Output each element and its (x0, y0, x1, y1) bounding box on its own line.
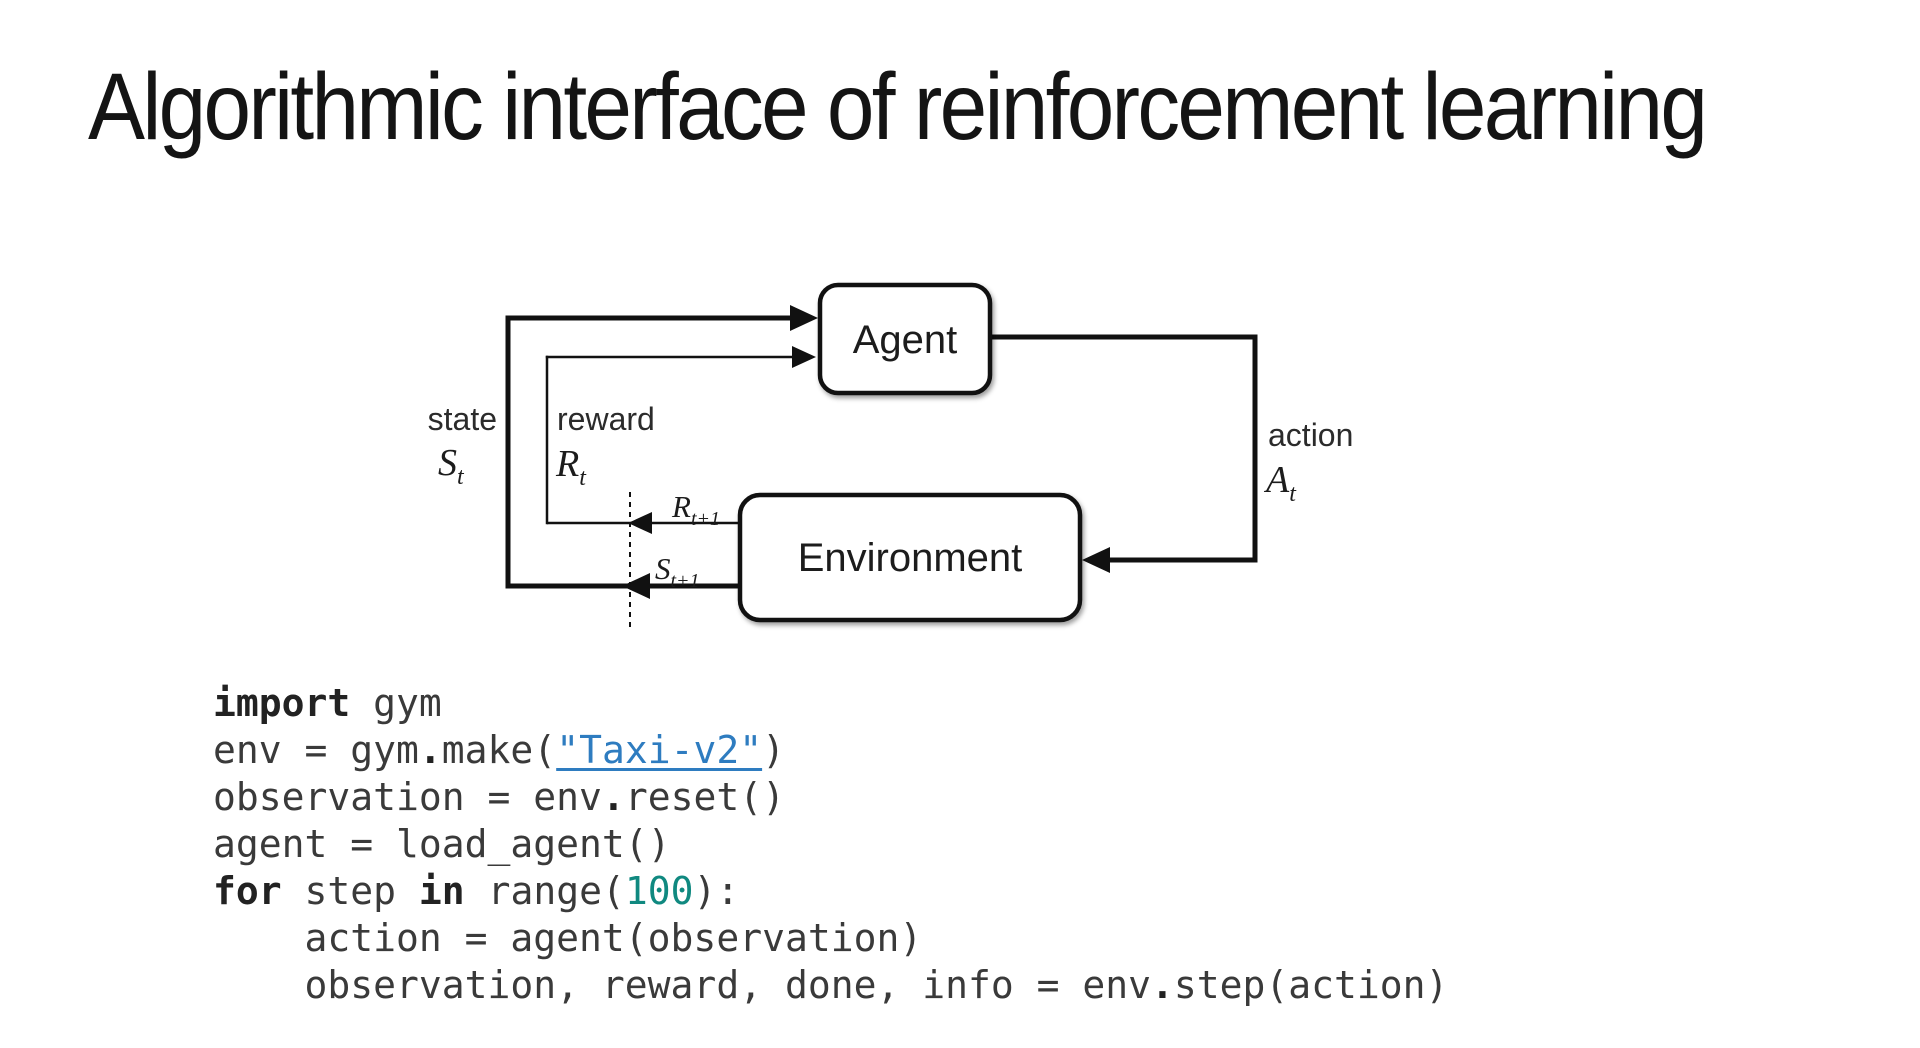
code-token: step(action) (1173, 963, 1449, 1007)
environment-box (737, 492, 1083, 623)
code-line: agent = load_agent() (213, 821, 1448, 868)
code-token: observation = env (213, 775, 602, 819)
code-token: ) (762, 728, 785, 772)
agent-label: Agent (853, 318, 958, 362)
code-line: env = gym.make("Taxi-v2") (213, 727, 1448, 774)
code-token: gym (350, 681, 442, 725)
slide-title: Algorithmic interface of reinforcement l… (88, 54, 1708, 160)
code-token: range( (464, 869, 625, 913)
code-token: ): (693, 869, 740, 913)
code-line: action = agent(observation) (213, 915, 1448, 962)
code-line: observation, reward, done, info = env.st… (213, 962, 1449, 1009)
code-line: observation = env.reset() (213, 774, 1448, 821)
taxi-v2-link[interactable]: "Taxi-v2" (556, 728, 763, 772)
agent-box (817, 282, 993, 396)
reward-symbol: Rt (555, 443, 587, 491)
code-token: reset() (624, 775, 785, 819)
code-token: make( (441, 728, 557, 772)
code-token: action = agent(observation) (213, 916, 923, 960)
reward-next-symbol: Rt+1 (671, 489, 720, 530)
code-token: in (418, 869, 465, 913)
code-token: . (1151, 963, 1174, 1007)
code-token: observation, reward, done, info = env (213, 963, 1152, 1007)
state-symbol: St (438, 442, 465, 490)
state-next-symbol: St+1 (655, 551, 700, 592)
reward-arrow (545, 346, 816, 534)
code-token: step (281, 869, 419, 913)
state-arrow (505, 305, 818, 599)
code-token: . (601, 775, 625, 819)
code-token: 100 (624, 869, 694, 913)
code-token: . (418, 728, 442, 772)
reward-label: reward (557, 401, 655, 437)
code-line: import gym (213, 680, 1448, 727)
environment-label: Environment (798, 536, 1023, 580)
code-token: agent = load_agent() (213, 822, 671, 866)
code-token: for (213, 869, 282, 913)
code-token: env = gym (213, 728, 419, 772)
action-label: action (1268, 417, 1353, 453)
action-symbol: At (1263, 459, 1297, 507)
code-token: import (213, 681, 351, 725)
action-arrow (990, 334, 1258, 573)
code-line: for step in range(100): (213, 868, 1448, 915)
state-label: state (428, 401, 497, 437)
